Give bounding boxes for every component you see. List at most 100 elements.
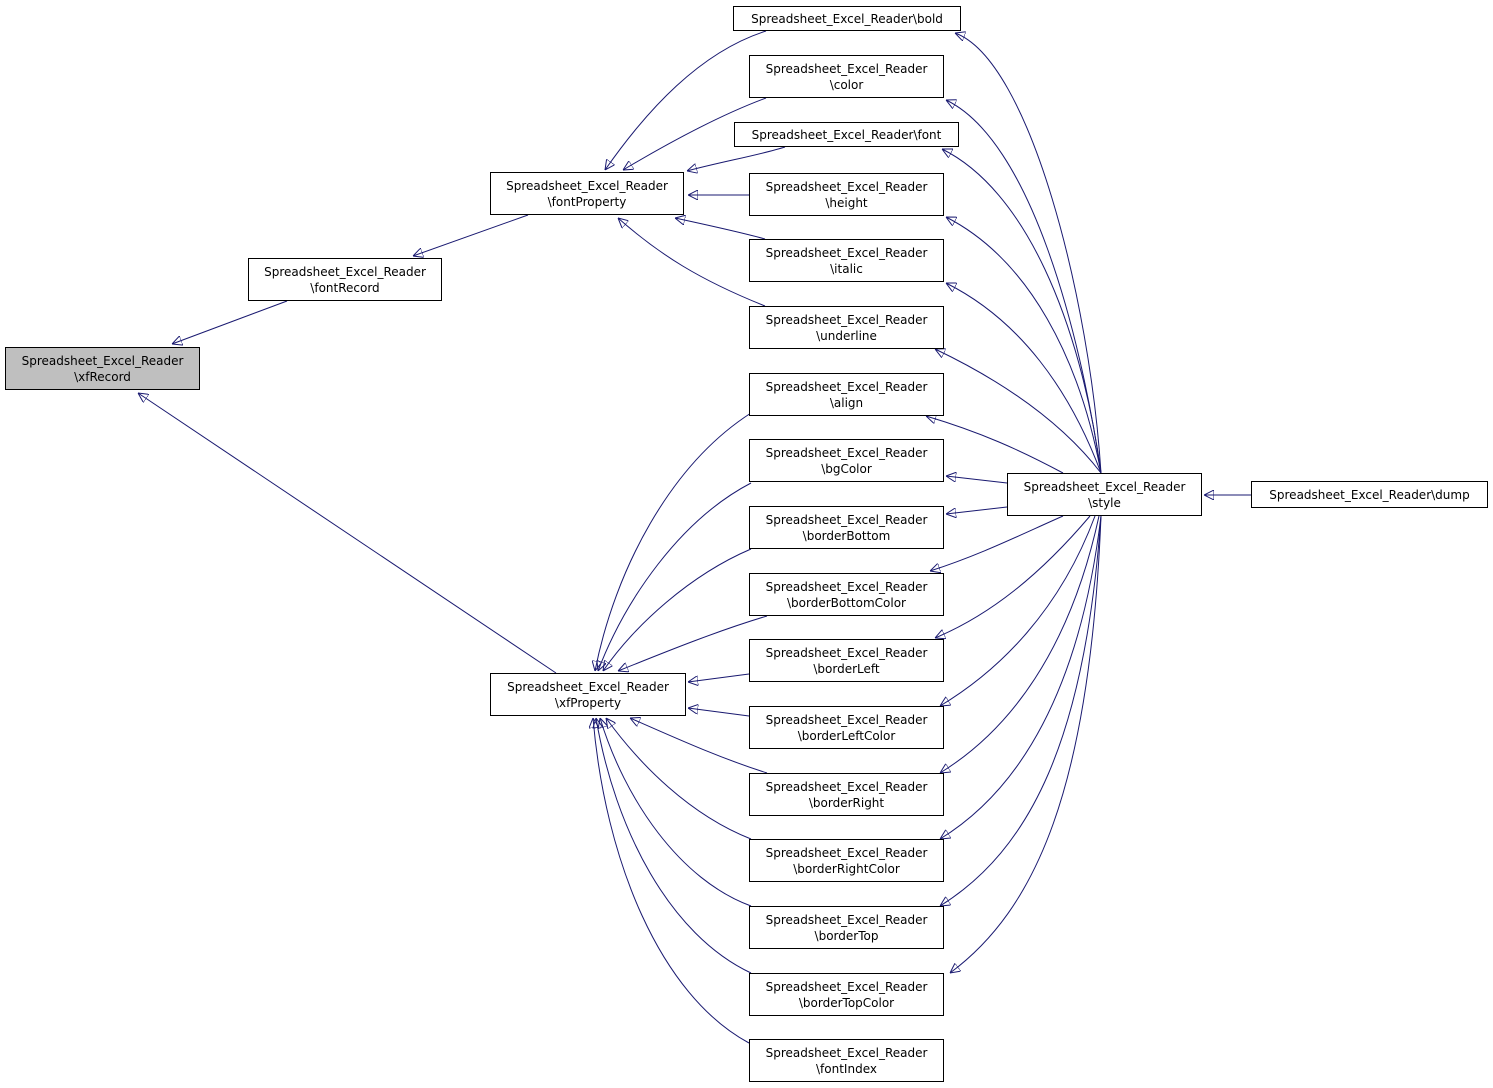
edge-color-to-fontProperty: [623, 97, 767, 170]
node-underline[interactable]: Spreadsheet_Excel_Reader\underline: [749, 306, 944, 349]
node-bgColor[interactable]: Spreadsheet_Excel_Reader\bgColor: [749, 439, 944, 482]
edge-style-to-height: [946, 217, 1102, 474]
edge-borderRightColor-to-xfProperty: [606, 718, 752, 840]
edge-font-to-fontProperty: [687, 146, 786, 171]
edge-bgColor-to-xfProperty: [598, 482, 752, 671]
edge-style-to-borderBottomColor: [930, 515, 1064, 571]
node-align[interactable]: Spreadsheet_Excel_Reader\align: [749, 373, 944, 416]
node-label-line: Spreadsheet_Excel_Reader: [765, 645, 928, 660]
edge-style-to-underline: [935, 349, 1102, 474]
edge-borderBottomColor-to-xfProperty: [618, 615, 768, 671]
node-label-line: Spreadsheet_Excel_Reader: [765, 312, 928, 327]
node-label-line: Spreadsheet_Excel_Reader\bold: [751, 11, 943, 26]
edge-borderTop-to-xfProperty: [600, 718, 752, 907]
node-label-line: Spreadsheet_Excel_Reader: [765, 512, 928, 527]
node-label-line: Spreadsheet_Excel_Reader: [765, 61, 928, 76]
node-label-line: \borderRightColor: [793, 861, 900, 876]
node-borderRight[interactable]: Spreadsheet_Excel_Reader\borderRight: [749, 773, 944, 816]
edge-fontProperty-to-fontRecord: [413, 214, 529, 256]
node-label-line: \borderRight: [808, 795, 885, 810]
edge-italic-to-fontProperty: [675, 218, 766, 240]
node-label-line: Spreadsheet_Excel_Reader: [765, 712, 928, 727]
edge-borderRight-to-xfProperty: [630, 718, 768, 774]
node-label-line: \borderLeft: [813, 661, 880, 676]
node-borderBottomColor[interactable]: Spreadsheet_Excel_Reader\borderBottomCol…: [749, 573, 944, 616]
edge-xfProperty-to-xfRecord: [138, 393, 557, 674]
node-label-line: Spreadsheet_Excel_Reader: [765, 1045, 928, 1060]
node-fontRecord[interactable]: Spreadsheet_Excel_Reader\fontRecord: [248, 258, 442, 301]
node-label-line: Spreadsheet_Excel_Reader: [765, 912, 928, 927]
node-borderBottom[interactable]: Spreadsheet_Excel_Reader\borderBottom: [749, 506, 944, 549]
node-label-line: Spreadsheet_Excel_Reader: [506, 178, 668, 193]
node-label-line: Spreadsheet_Excel_Reader: [507, 679, 669, 694]
node-label-line: \borderBottomColor: [786, 595, 906, 610]
node-label-line: \height: [825, 195, 868, 210]
edge-style-to-color: [946, 100, 1102, 474]
node-label-line: Spreadsheet_Excel_Reader: [765, 379, 928, 394]
node-label-line: Spreadsheet_Excel_Reader: [765, 579, 928, 594]
node-label-line: \borderTop: [814, 928, 879, 943]
node-borderLeftColor[interactable]: Spreadsheet_Excel_Reader\borderLeftColor: [749, 706, 944, 749]
edge-style-to-borderTopColor: [950, 515, 1102, 973]
node-label-line: \style: [1088, 495, 1121, 510]
node-label-line: \borderTopColor: [798, 995, 895, 1010]
node-height[interactable]: Spreadsheet_Excel_Reader\height: [749, 173, 944, 216]
edge-style-to-borderBottom: [946, 506, 1008, 514]
edge-style-to-align: [926, 416, 1064, 474]
node-label-line: Spreadsheet_Excel_Reader: [21, 353, 184, 368]
node-dump[interactable]: Spreadsheet_Excel_Reader\dump: [1251, 481, 1488, 508]
node-label-line: \bgColor: [821, 461, 872, 476]
edge-borderLeftColor-to-xfProperty: [688, 708, 750, 717]
edge-style-to-italic: [946, 283, 1102, 474]
node-label-line: \align: [829, 395, 864, 410]
edge-borderLeft-to-xfProperty: [688, 673, 750, 682]
node-label-line: \italic: [830, 261, 863, 276]
node-fontProperty[interactable]: Spreadsheet_Excel_Reader\fontProperty: [490, 172, 684, 215]
node-borderTopColor[interactable]: Spreadsheet_Excel_Reader\borderTopColor: [749, 973, 944, 1016]
edge-style-to-bgColor: [946, 476, 1008, 484]
edge-style-to-borderTop: [940, 515, 1102, 906]
node-fontIndex[interactable]: Spreadsheet_Excel_Reader\fontIndex: [749, 1039, 944, 1082]
node-label-line: Spreadsheet_Excel_Reader: [765, 245, 928, 260]
node-label-line: Spreadsheet_Excel_Reader\dump: [1269, 487, 1470, 502]
node-color[interactable]: Spreadsheet_Excel_Reader\color: [749, 55, 944, 98]
node-label-line: \borderLeftColor: [797, 728, 896, 743]
edge-borderBottom-to-xfProperty: [603, 548, 752, 671]
node-label-line: \borderBottom: [802, 528, 891, 543]
node-italic[interactable]: Spreadsheet_Excel_Reader\italic: [749, 239, 944, 282]
node-label-line: Spreadsheet_Excel_Reader: [765, 845, 928, 860]
node-label-line: Spreadsheet_Excel_Reader\font: [751, 127, 942, 142]
node-xfRecord[interactable]: Spreadsheet_Excel_Reader\xfRecord: [5, 347, 200, 390]
edge-style-to-borderLeft: [935, 515, 1091, 638]
edge-borderTopColor-to-xfProperty: [596, 718, 752, 974]
node-bold[interactable]: Spreadsheet_Excel_Reader\bold: [733, 6, 961, 31]
edge-bold-to-fontProperty: [605, 30, 767, 170]
edge-style-to-bold: [955, 33, 1102, 474]
edge-fontIndex-to-xfProperty: [593, 718, 750, 1044]
node-label-line: \xfProperty: [554, 695, 622, 710]
node-label-line: Spreadsheet_Excel_Reader: [264, 264, 426, 279]
node-borderTop[interactable]: Spreadsheet_Excel_Reader\borderTop: [749, 906, 944, 949]
node-label-line: Spreadsheet_Excel_Reader: [765, 979, 928, 994]
node-label-line: Spreadsheet_Excel_Reader: [765, 179, 928, 194]
node-font[interactable]: Spreadsheet_Excel_Reader\font: [734, 122, 959, 147]
edge-style-to-borderRight: [940, 515, 1100, 773]
node-borderRightColor[interactable]: Spreadsheet_Excel_Reader\borderRightColo…: [749, 839, 944, 882]
node-label-line: \fontProperty: [547, 194, 627, 209]
edge-style-to-font: [942, 149, 1102, 474]
node-label-line: Spreadsheet_Excel_Reader: [765, 779, 928, 794]
node-xfProperty[interactable]: Spreadsheet_Excel_Reader\xfProperty: [490, 673, 686, 716]
node-label-line: \xfRecord: [74, 369, 131, 384]
node-label-line: \color: [829, 77, 864, 92]
edge-underline-to-fontProperty: [618, 218, 766, 307]
node-borderLeft[interactable]: Spreadsheet_Excel_Reader\borderLeft: [749, 639, 944, 682]
node-label-line: \fontRecord: [310, 280, 380, 295]
edge-fontRecord-to-xfRecord: [172, 300, 288, 344]
node-label-line: Spreadsheet_Excel_Reader: [765, 445, 928, 460]
node-label-line: Spreadsheet_Excel_Reader: [1023, 479, 1186, 494]
node-style[interactable]: Spreadsheet_Excel_Reader\style: [1007, 473, 1202, 516]
node-label-line: \underline: [816, 328, 877, 343]
edge-style-to-borderRightColor: [940, 515, 1102, 839]
